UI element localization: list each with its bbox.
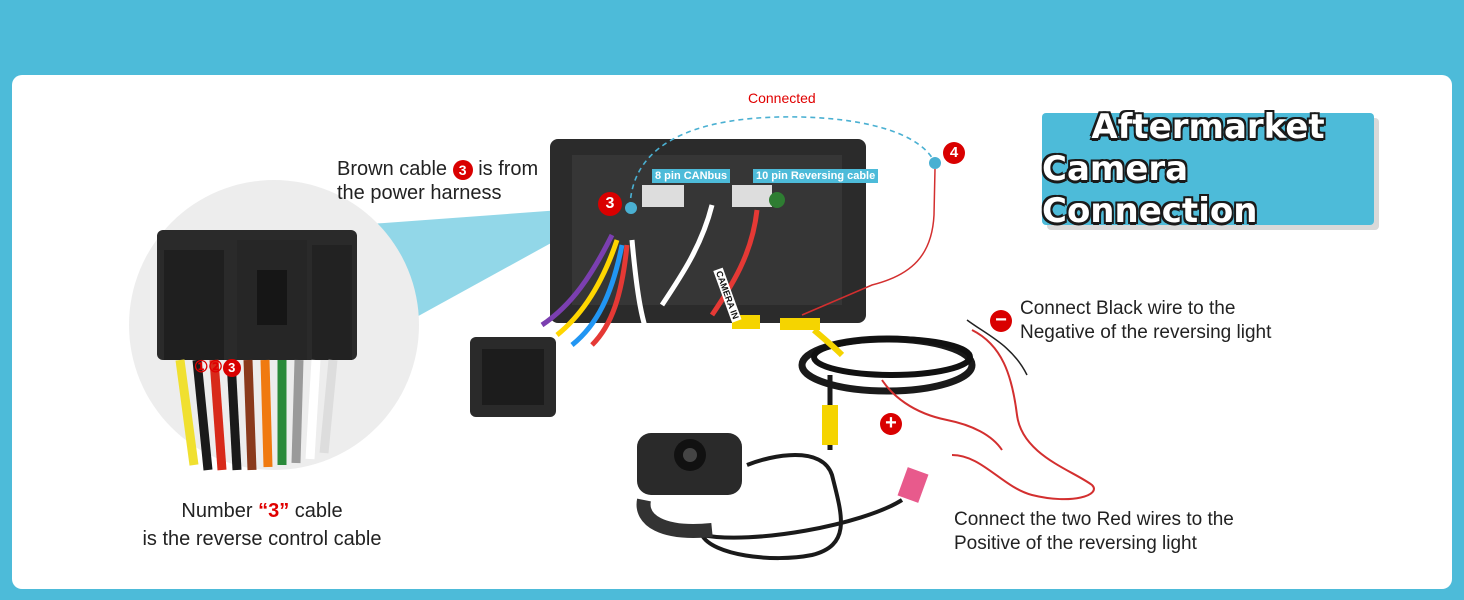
brown-cable-callout: Brown cable 3 is from the power harness: [337, 157, 538, 205]
pin-number-3: 3: [222, 358, 241, 377]
title-line-2: Camera Connection: [1042, 149, 1258, 231]
red-wires-line1: Connect the two Red wires to the: [954, 509, 1234, 530]
pin-label-reversing: 10 pin Reversing cable: [753, 169, 879, 183]
number-value: “3”: [258, 500, 290, 522]
connected-label: Connected: [748, 90, 816, 106]
pin-number-2: ②: [208, 359, 223, 376]
number-line2: is the reverse control cable: [142, 528, 382, 550]
number-text: Number: [181, 500, 259, 522]
brown-cable-text-post: is from: [478, 158, 539, 180]
pin-number-1: ①: [194, 359, 209, 376]
title-line-1: Aftermarket: [1091, 107, 1325, 147]
pin-label-canbus: 8 pin CANbus: [652, 169, 731, 183]
number-text-post: cable: [289, 500, 343, 522]
black-wire-line1: Connect Black wire to the: [1020, 298, 1236, 319]
diagram-card: Aftermarket Camera Connection Connected …: [12, 75, 1452, 589]
number-3-callout: Number “3” cable is the reverse control …: [127, 497, 397, 553]
red-wires-line2: Positive of the reversing light: [954, 533, 1197, 554]
minus-sign: −: [990, 310, 1012, 332]
marker-3: 3: [598, 192, 622, 216]
marker-4: 4: [943, 142, 965, 164]
brown-cable-number: 3: [452, 159, 473, 180]
black-wire-callout: Connect Black wire to the Negative of th…: [1020, 297, 1271, 345]
title-banner: Aftermarket Camera Connection: [1042, 107, 1374, 231]
brown-cable-text: Brown cable: [337, 158, 448, 180]
red-wires-callout: Connect the two Red wires to the Positiv…: [954, 508, 1234, 556]
brown-cable-line2: the power harness: [337, 182, 502, 204]
black-wire-line2: Negative of the reversing light: [1020, 322, 1272, 343]
plus-sign: +: [880, 413, 902, 435]
